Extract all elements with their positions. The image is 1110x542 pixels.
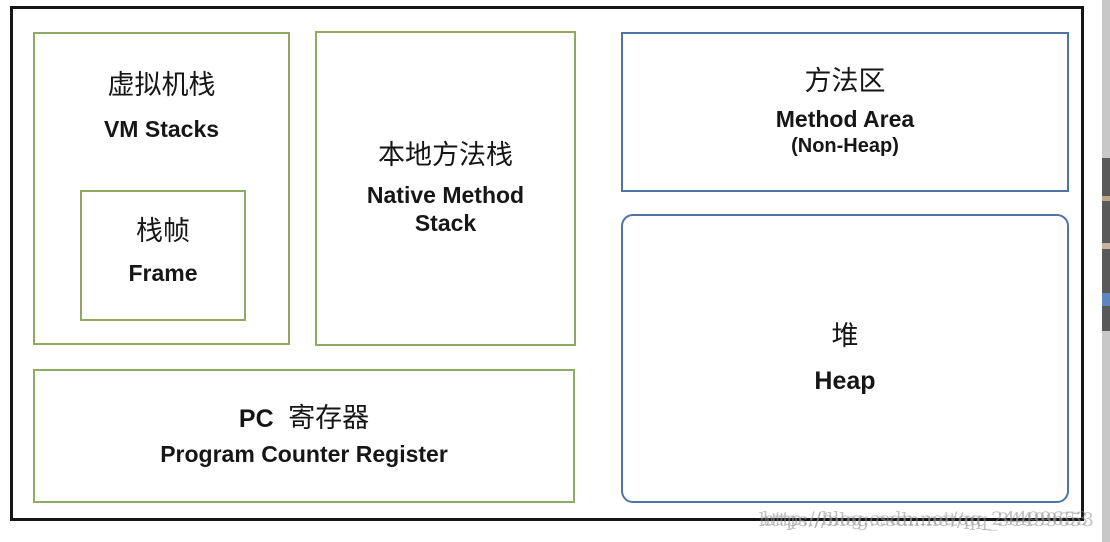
native-method-stack-label-en-line1: Native Method xyxy=(366,182,525,209)
native-method-stack-box: 本地方法栈 Native Method Stack xyxy=(315,31,576,346)
native-method-stack-label-zh: 本地方法栈 xyxy=(378,139,513,171)
vm-stacks-label-en: VM Stacks xyxy=(103,116,220,142)
pc-register-label-zh: 寄存器 xyxy=(288,403,370,434)
frame-label-zh: 栈帧 xyxy=(136,216,190,247)
frame-label-en: Frame xyxy=(128,260,198,286)
method-area-non-heap-note: (Non-Heap) xyxy=(791,134,899,157)
vm-stacks-label-zh: 虚拟机栈 xyxy=(107,70,216,101)
pc-register-box: PC 寄存器 Program Counter Register xyxy=(33,369,575,503)
pc-register-label-en: Program Counter Register xyxy=(160,441,448,468)
pc-register-title: PC 寄存器 xyxy=(239,403,369,435)
page-edge-strip xyxy=(1102,0,1110,542)
method-area-label-en: Method Area xyxy=(775,106,915,133)
heap-label-en: Heap xyxy=(814,366,876,395)
heap-box: 堆 Heap xyxy=(621,214,1069,503)
page-edge-strip-speck-1 xyxy=(1102,196,1110,201)
page-edge-strip-speck-2 xyxy=(1102,243,1110,249)
method-area-label-zh: 方法区 xyxy=(804,66,886,97)
pc-register-label-latin: PC xyxy=(238,405,274,433)
vm-stacks-box: 虚拟机栈 VM Stacks 栈帧 Frame xyxy=(33,32,290,345)
page-edge-strip-blue-thumb xyxy=(1102,293,1110,306)
native-method-stack-label-en-line2: Stack xyxy=(414,209,477,236)
stack-frame-box: 栈帧 Frame xyxy=(80,190,246,321)
method-area-box: 方法区 Method Area (Non-Heap) xyxy=(621,32,1069,192)
heap-label-zh: 堆 xyxy=(831,321,859,353)
